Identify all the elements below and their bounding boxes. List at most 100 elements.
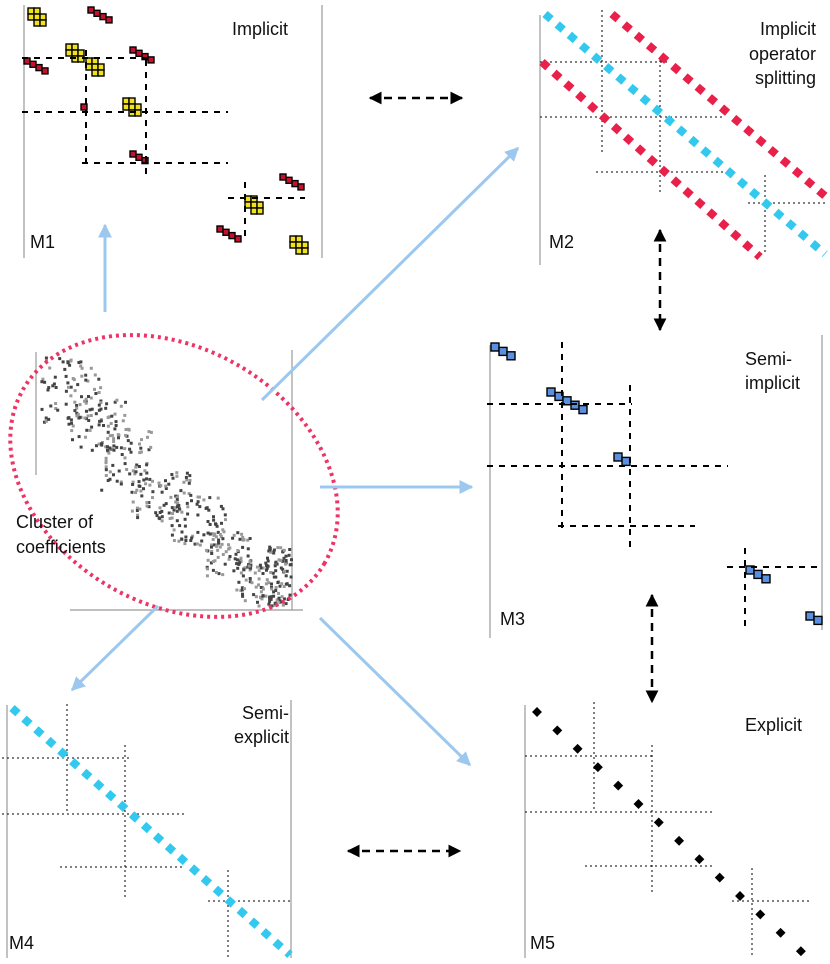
coefficient-dot: [211, 538, 215, 541]
coefficient-dot: [289, 575, 293, 579]
coefficient-dot: [147, 430, 151, 434]
coefficient-dot: [93, 387, 96, 391]
coefficient-dot: [97, 442, 101, 446]
coefficient-dot: [97, 423, 101, 427]
coefficient-dot: [169, 495, 173, 499]
coefficient-dot: [167, 511, 171, 515]
m1-red-block: [285, 176, 293, 185]
m2-title-line1: Implicit: [760, 19, 816, 39]
coefficient-dot: [151, 490, 155, 494]
m1-yellow-block: [128, 97, 136, 105]
coefficient-dot: [207, 508, 211, 512]
coefficient-dot: [112, 448, 116, 452]
coefficient-dot: [79, 445, 83, 449]
coefficient-dot: [66, 416, 70, 420]
coefficient-dot: [221, 573, 225, 577]
coefficient-dot: [259, 586, 263, 589]
coefficient-dot: [221, 537, 225, 541]
coefficient-dot: [106, 479, 110, 482]
coefficient-dot: [112, 473, 115, 477]
coefficient-dot: [244, 578, 248, 582]
coefficient-dot: [246, 554, 250, 558]
coefficient-dot: [177, 539, 181, 543]
coefficient-dot: [282, 597, 286, 601]
coefficient-dot: [188, 478, 192, 482]
coefficient-dot: [268, 600, 272, 603]
coefficient-dot: [270, 604, 274, 608]
coefficient-dot: [108, 477, 112, 481]
center-label-line1: Cluster of: [16, 512, 94, 532]
coefficient-dot: [157, 481, 161, 485]
coefficient-dot: [129, 441, 133, 445]
coefficient-dot: [195, 542, 199, 546]
m4-title-line1: Semi-: [242, 703, 289, 723]
m1-yellow-block: [250, 207, 258, 215]
coefficient-dot: [259, 595, 262, 599]
coefficient-dot: [219, 535, 223, 538]
m1-red-block: [216, 225, 224, 233]
coefficient-dot: [90, 407, 94, 411]
m4-partition-lines: [2, 704, 291, 958]
coefficient-dot: [71, 377, 75, 380]
coefficient-dot: [140, 494, 144, 498]
coefficient-dot: [232, 569, 236, 573]
coefficient-dot: [275, 562, 279, 566]
coefficient-dot: [268, 547, 272, 550]
coefficient-dot: [160, 509, 164, 513]
m5-diagonal-point: [572, 743, 583, 754]
coefficient-dot: [213, 532, 217, 536]
coefficient-dot: [109, 422, 113, 425]
coefficient-dot: [288, 593, 292, 597]
coefficient-dot: [40, 407, 44, 411]
coefficient-dot: [95, 444, 98, 448]
coefficient-dot: [123, 462, 127, 466]
coefficient-dot: [205, 506, 209, 510]
coefficient-dot: [125, 468, 129, 471]
m1-yellow-block: [27, 7, 35, 15]
coefficient-dot: [70, 421, 73, 425]
m1-yellow-block: [289, 235, 297, 243]
coefficient-dot: [178, 524, 182, 528]
m5-partition-lines: [525, 702, 812, 958]
coefficient-dot: [264, 594, 268, 598]
coefficient-dot: [76, 413, 80, 416]
coefficient-dot: [231, 536, 235, 540]
coefficient-dot: [184, 539, 188, 542]
coefficient-dot: [274, 586, 278, 589]
coefficient-dot: [189, 493, 193, 497]
m3-blue-block: [498, 346, 508, 357]
coefficient-dot: [77, 435, 81, 439]
coefficient-dot: [248, 568, 252, 572]
coefficient-dot: [83, 416, 87, 420]
coefficient-dot: [249, 566, 253, 570]
coefficient-dot: [75, 404, 79, 407]
coefficient-dot: [278, 599, 282, 603]
coefficient-dot: [278, 584, 282, 588]
coefficient-dot: [288, 548, 292, 551]
coefficient-dot: [215, 544, 219, 548]
coefficient-dot: [174, 500, 178, 504]
coefficient-dot: [69, 385, 73, 389]
m3-blue-block: [813, 615, 823, 626]
coefficient-dot: [265, 578, 269, 582]
coefficient-dot: [146, 435, 149, 439]
coefficient-dot: [106, 430, 110, 434]
m1-yellow-block: [71, 49, 79, 57]
coefficient-dot: [44, 356, 48, 360]
coefficient-dot: [144, 482, 148, 486]
coefficient-dot: [88, 408, 92, 412]
coefficient-dot: [188, 474, 192, 478]
coefficient-dot: [193, 542, 197, 546]
coefficient-dot: [135, 463, 139, 467]
coefficient-dot: [84, 399, 88, 403]
coefficient-dot: [119, 480, 123, 484]
m3-blue-block: [490, 342, 500, 352]
coefficient-dot: [279, 559, 283, 562]
coefficient-dot: [145, 477, 148, 481]
coefficient-dot: [260, 597, 264, 601]
m1-red-block: [41, 67, 49, 75]
coefficient-dot: [216, 496, 220, 500]
coefficient-dot: [67, 385, 70, 389]
m4-title-line2: explicit: [234, 727, 289, 747]
m1-title: Implicit: [232, 19, 288, 39]
